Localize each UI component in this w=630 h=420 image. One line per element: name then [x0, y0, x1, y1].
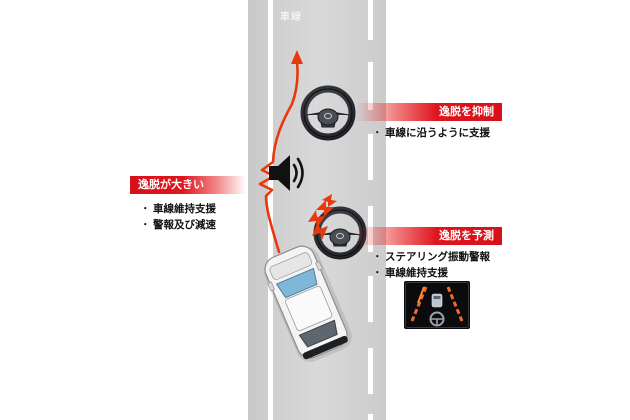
list-item: ステアリング振動警報	[372, 249, 490, 265]
deviation-predict-list: ステアリング振動警報 車線維持支援	[372, 249, 490, 281]
speaker-icon	[269, 155, 304, 191]
deviation-predict-label: 逸脱を予測	[356, 227, 502, 245]
left-lane-edge-line	[268, 0, 273, 420]
dashboard-display-icon	[404, 281, 470, 329]
large-deviation-label: 逸脱が大きい	[130, 176, 246, 194]
center-dashed-line	[368, 0, 373, 420]
car-icon	[264, 245, 352, 362]
vibration-arrows-icon	[308, 194, 337, 240]
deviation-suppress-label: 逸脱を抑制	[356, 103, 502, 121]
trajectory-path	[258, 60, 299, 254]
large-deviation-list: 車線維持支援 警報及び減速	[140, 201, 216, 233]
list-item: 車線維持支援	[140, 201, 216, 217]
deviation-suppress-list: 車線に沿うように支援	[372, 125, 490, 141]
trajectory-arrowhead	[291, 50, 303, 64]
list-item: 車線維持支援	[372, 265, 490, 281]
steering-wheel-icon	[300, 85, 356, 141]
list-item: 車線に沿うように支援	[372, 125, 490, 141]
lane-label: 車線	[280, 12, 302, 23]
list-item: 警報及び減速	[140, 217, 216, 233]
